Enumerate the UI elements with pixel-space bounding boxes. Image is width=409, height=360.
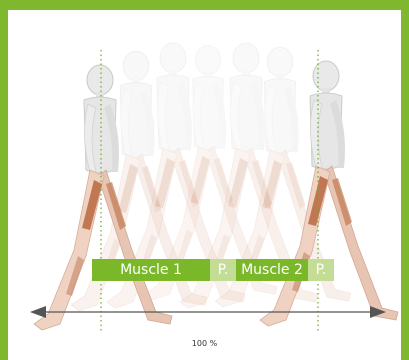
phase-pause-1: P. <box>210 259 236 281</box>
phase-muscle-1: Muscle 1 <box>92 259 210 281</box>
gait-illustration <box>8 10 401 360</box>
arrow-left-head <box>30 306 46 318</box>
cycle-percent-label: 100 % <box>8 339 401 348</box>
phase-pause-2: P. <box>308 259 334 281</box>
diagram-panel: Muscle 1 P. Muscle 2 P. 100 % <box>8 10 401 360</box>
phase-muscle-2: Muscle 2 <box>236 259 308 281</box>
